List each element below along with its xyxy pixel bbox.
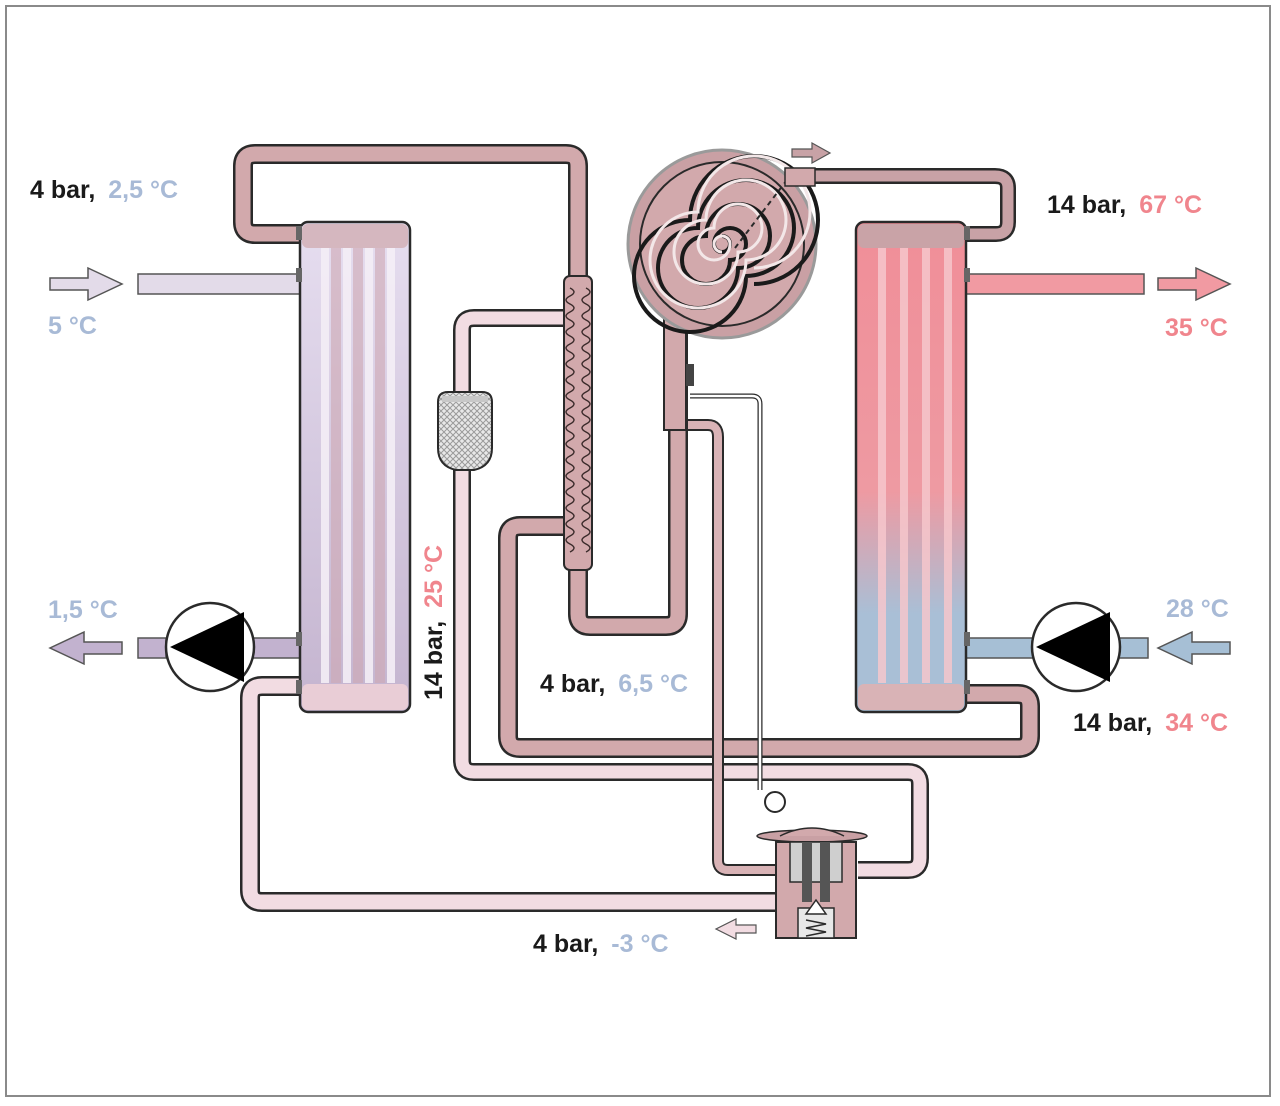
condenser-out-temp: 34 °C bbox=[1165, 709, 1228, 737]
brine-in-temp: 5 °C bbox=[48, 312, 97, 340]
liquid-line-pressure: 14 bar, bbox=[420, 621, 448, 700]
brine-in-pipe bbox=[137, 273, 309, 295]
condenser-heat-exchanger-icon bbox=[854, 220, 970, 714]
internal-heat-exchanger-icon bbox=[563, 275, 593, 571]
discharge-pressure: 14 bar, bbox=[1047, 191, 1126, 219]
condenser-out-label: 14 bar, 34 °C bbox=[1073, 709, 1228, 737]
brine-pump-icon bbox=[164, 601, 256, 693]
arrow-right-icon bbox=[1157, 266, 1232, 302]
suction-temp: 6,5 °C bbox=[618, 670, 688, 698]
discharge-label: 14 bar, 67 °C bbox=[1047, 191, 1202, 219]
heating-pump-icon bbox=[1030, 601, 1122, 693]
brine-out-pipe bbox=[137, 637, 308, 659]
valve-out-label: 4 bar, -3 °C bbox=[533, 930, 669, 958]
heating-in-pipe bbox=[961, 637, 1149, 659]
evap-in-label: 4 bar, 2,5 °C bbox=[30, 176, 178, 204]
valve-out-temp: -3 °C bbox=[611, 930, 668, 958]
heating-in-temp: 28 °C bbox=[1166, 595, 1229, 623]
arrow-left-icon bbox=[1156, 630, 1231, 666]
filter-dryer-icon bbox=[437, 391, 493, 471]
arrow-right-icon bbox=[49, 266, 124, 302]
condenser-out-pressure: 14 bar, bbox=[1073, 709, 1152, 737]
brine-out-temp: 1,5 °C bbox=[48, 596, 118, 624]
scroll-compressor-icon bbox=[626, 148, 820, 431]
expansion-valve-icon bbox=[756, 791, 868, 939]
liquid-line-temp: 25 °C bbox=[420, 545, 448, 608]
diagram-frame bbox=[5, 5, 1271, 1097]
evaporator-heat-exchanger-icon bbox=[296, 220, 412, 714]
heating-out-pipe bbox=[961, 273, 1145, 295]
suction-pressure: 4 bar, bbox=[540, 670, 605, 698]
valve-out-pressure: 4 bar, bbox=[533, 930, 598, 958]
arrow-left-icon bbox=[714, 918, 757, 940]
evap-in-pressure: 4 bar, bbox=[30, 176, 95, 204]
arrow-left-icon bbox=[48, 630, 123, 666]
liquid-line-label: 14 bar, 25 °C bbox=[420, 545, 448, 700]
suction-label: 4 bar, 6,5 °C bbox=[540, 670, 688, 698]
pipes bbox=[233, 144, 1040, 912]
heating-out-temp: 35 °C bbox=[1165, 314, 1228, 342]
discharge-temp: 67 °C bbox=[1139, 191, 1202, 219]
arrow-right-icon bbox=[791, 141, 832, 165]
evap-in-temp: 2,5 °C bbox=[108, 176, 178, 204]
